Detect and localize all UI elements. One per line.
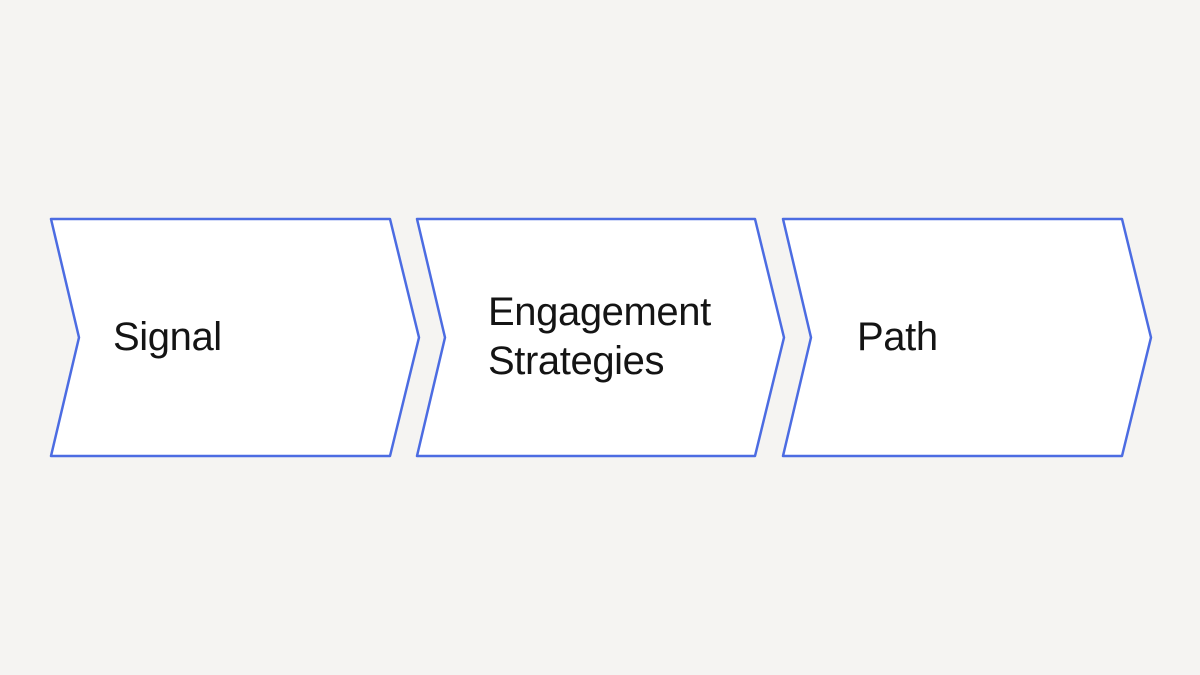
chevron-step-shape-engagement-strategies[interactable] <box>415 217 786 458</box>
chevron-step-shape-signal[interactable] <box>49 217 421 458</box>
chevron-step-label-signal: Signal <box>113 314 222 359</box>
chevron-step-label-engagement-strategies: Engagement Strategies <box>488 290 711 383</box>
chevron-step-label-path: Path <box>857 314 938 359</box>
chevron-step-shape-path[interactable] <box>781 217 1153 458</box>
